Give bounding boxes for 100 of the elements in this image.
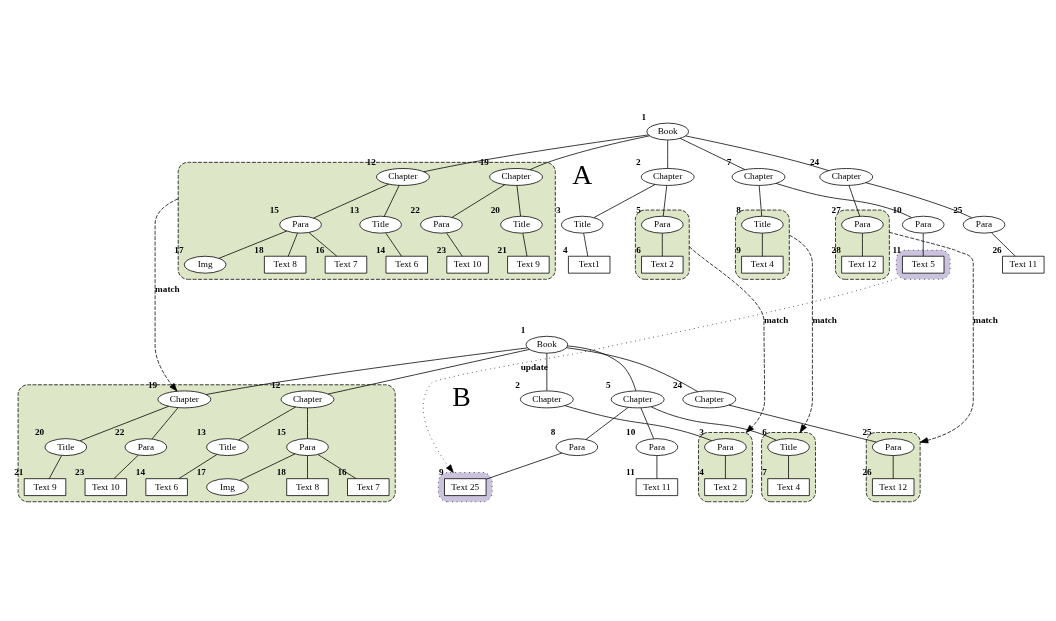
connector — [178, 454, 218, 479]
cluster — [735, 209, 790, 280]
arrow — [422, 278, 897, 473]
node-label: 13 — [196, 427, 206, 438]
node-ellipse: Para — [286, 438, 329, 456]
connector — [758, 185, 763, 217]
node-label: 20 — [35, 427, 45, 438]
connector — [848, 185, 861, 217]
connector — [313, 183, 390, 219]
connector — [593, 184, 656, 218]
node-label: 7 — [726, 157, 732, 168]
node-label: 11 — [626, 467, 635, 478]
node-ellipse: Para — [641, 215, 684, 234]
connector — [922, 232, 924, 257]
edge-label: match — [812, 314, 837, 325]
node-label: 8 — [550, 427, 556, 438]
node-label: 15 — [276, 427, 286, 438]
node-box: Text 5 — [902, 255, 945, 274]
node-box: Text 12 — [872, 478, 915, 496]
connector — [566, 347, 699, 393]
node-label: 1 — [641, 111, 647, 122]
connector — [679, 138, 746, 170]
node-ellipse: Para — [704, 438, 747, 456]
node-label: 14 — [135, 467, 146, 478]
node-label: 21 — [497, 244, 507, 255]
node-box: Text1 — [568, 255, 611, 274]
arrow — [154, 198, 179, 392]
connector — [485, 452, 563, 480]
node-box: Text 25 — [444, 478, 487, 496]
node-label: 9 — [736, 244, 741, 255]
label: B — [452, 381, 471, 413]
node-label: 5 — [636, 204, 641, 215]
node-ellipse: Para — [124, 438, 168, 456]
node-ellipse: Chapter — [280, 390, 335, 409]
node-box: Text 6 — [385, 255, 428, 274]
node-ellipse: Chapter — [731, 168, 786, 186]
node-label: 17 — [196, 467, 206, 478]
connector — [656, 455, 658, 479]
node-ellipse: Img — [183, 255, 227, 274]
connector — [865, 182, 973, 219]
node-label: 17 — [174, 244, 184, 255]
connector — [862, 232, 863, 257]
connector — [205, 347, 528, 395]
node-label: 27 — [831, 204, 841, 215]
connector — [546, 352, 548, 392]
node-label: 2 — [515, 379, 520, 390]
node-ellipse: Chapter — [489, 168, 543, 186]
connector — [307, 455, 308, 479]
node-label: 12 — [366, 157, 376, 168]
node-label: 26 — [992, 244, 1002, 255]
node-ellipse: Chapter — [640, 168, 695, 186]
node-box: Text 4 — [741, 255, 784, 274]
node-box: Text 11 — [1002, 255, 1045, 274]
connector — [446, 232, 463, 257]
node-ellipse: Chapter — [520, 390, 574, 409]
node-ellipse: Para — [841, 215, 884, 234]
node-ellipse: Para — [279, 215, 322, 234]
node-ellipse: Para — [902, 215, 945, 234]
node-label: 16 — [315, 244, 325, 255]
node-box: Text 7 — [324, 255, 368, 274]
node-box: Text 12 — [841, 255, 884, 274]
node-label: 8 — [736, 204, 741, 215]
connector — [564, 405, 712, 442]
node-label: 18 — [254, 244, 264, 255]
connector — [308, 232, 338, 257]
node-label: 22 — [115, 427, 125, 438]
node-label: 25 — [953, 204, 963, 215]
connector — [650, 406, 777, 441]
connector — [762, 232, 763, 257]
node-ellipse: Title — [500, 215, 543, 234]
node-ellipse: Title — [561, 215, 604, 234]
node-label: 2 — [636, 157, 641, 168]
cluster — [895, 249, 951, 280]
node-ellipse: Para — [872, 438, 915, 456]
node-ellipse: Chapter — [610, 390, 665, 409]
node-label: 9 — [439, 467, 444, 478]
node-label: 18 — [276, 467, 286, 478]
node-label: 25 — [862, 427, 872, 438]
node-label: 6 — [636, 244, 641, 255]
node-ellipse: Title — [359, 215, 402, 234]
node-label: 24 — [809, 157, 820, 168]
edge-label: match — [973, 314, 998, 325]
connector — [728, 404, 877, 443]
node-box: Text 11 — [635, 478, 679, 496]
node-box: Text 6 — [145, 478, 188, 496]
cluster — [635, 209, 690, 280]
node-ellipse: Img — [206, 478, 249, 496]
connector — [287, 232, 298, 257]
connector — [327, 349, 530, 395]
node-label: 12 — [271, 379, 281, 390]
connector — [529, 135, 651, 171]
arrow — [788, 234, 813, 433]
node-ellipse: Para — [555, 438, 599, 456]
connector — [662, 185, 668, 217]
node-label: 13 — [349, 204, 360, 215]
connector — [585, 407, 629, 440]
node-box: Text 8 — [264, 255, 307, 274]
connector — [725, 455, 726, 479]
connector — [567, 345, 637, 392]
connector — [451, 184, 506, 218]
